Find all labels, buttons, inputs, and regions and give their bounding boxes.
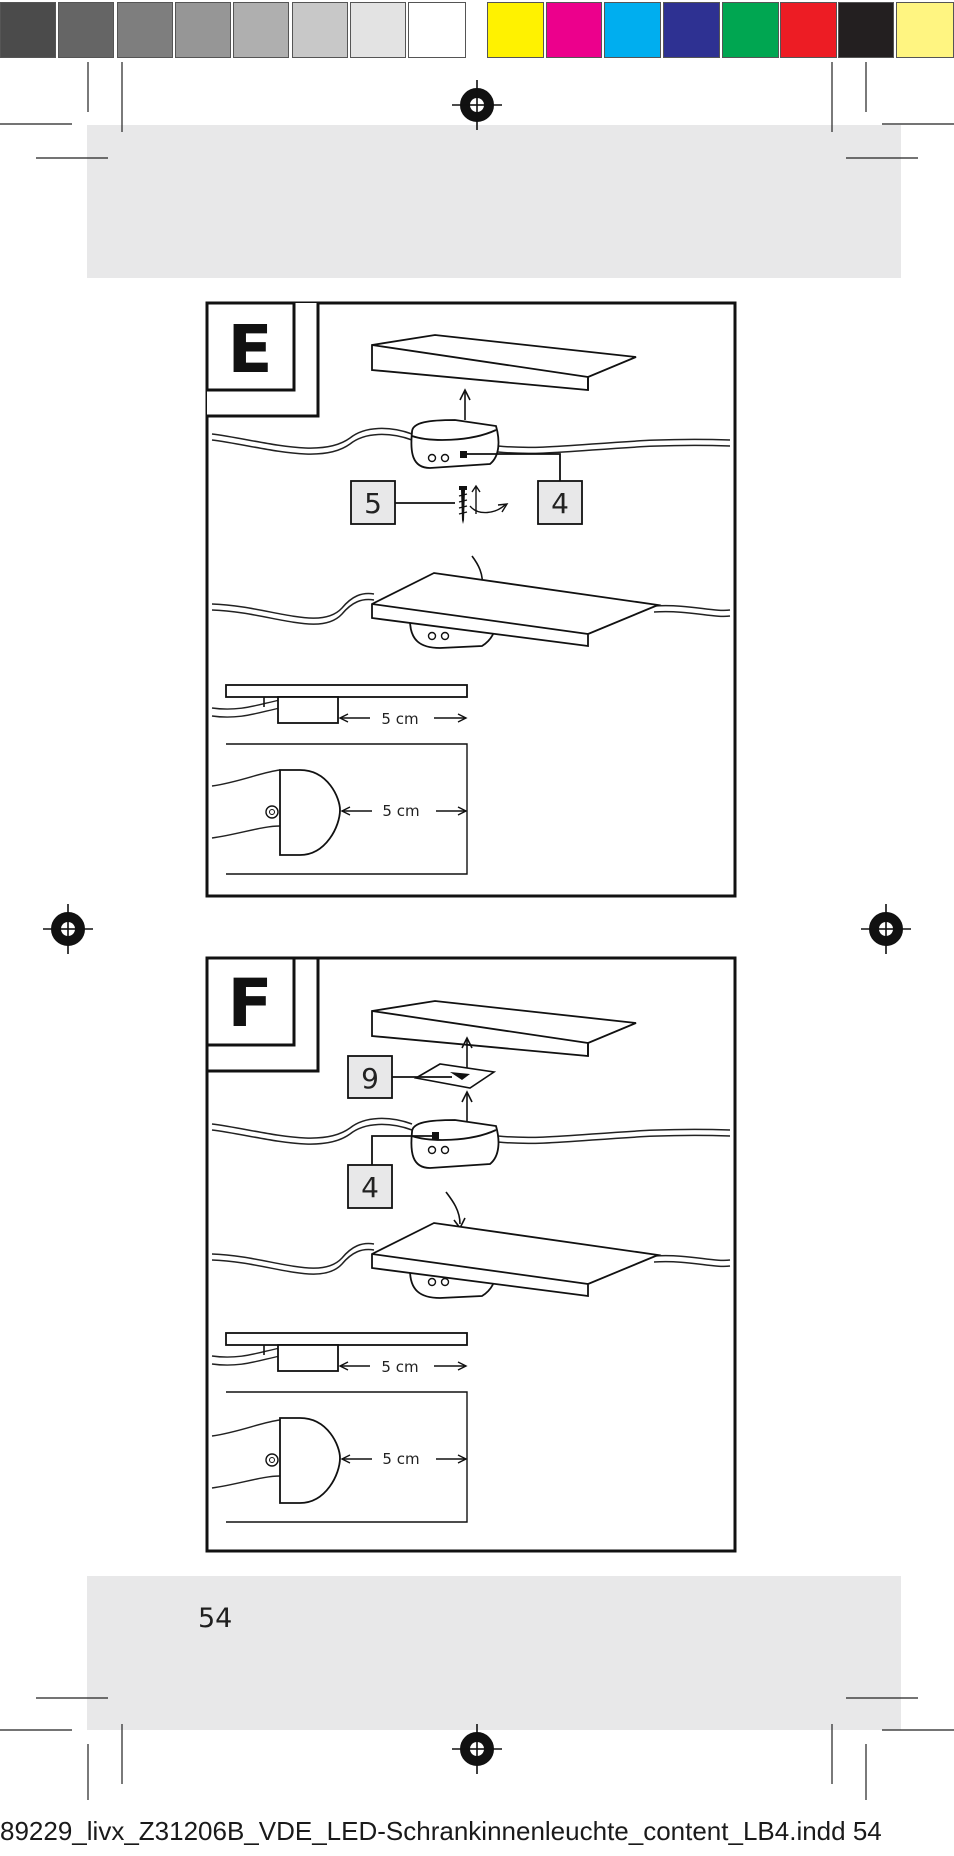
callout-4-label: 4	[551, 487, 569, 520]
dimension-side-label: 5 cm	[381, 1358, 418, 1376]
callout-5-label: 5	[364, 487, 382, 520]
dimension-side-label: 5 cm	[381, 710, 418, 728]
registration-mark-icon	[43, 904, 93, 954]
cyan-swatch	[604, 2, 661, 58]
green-swatch	[722, 2, 779, 58]
figure-f-letter: F	[227, 965, 272, 1042]
grey-swatch	[292, 2, 348, 58]
top-grey-band	[87, 125, 901, 278]
grey-swatch	[350, 2, 406, 58]
light-yellow-swatch	[896, 2, 954, 58]
figure-e-letter: E	[227, 311, 272, 388]
registration-mark-icon	[452, 1724, 502, 1774]
grey-swatch	[58, 2, 114, 58]
grey-swatch	[233, 2, 289, 58]
grey-swatch	[175, 2, 231, 58]
magenta-swatch	[546, 2, 602, 58]
figure-letter-box	[205, 301, 296, 392]
dimension-top-label: 5 cm	[382, 802, 419, 820]
figure-e: E 5 4	[205, 301, 737, 898]
grey-swatch	[408, 2, 466, 58]
black-swatch	[838, 2, 894, 58]
dimension-top-label: 5 cm	[382, 1450, 419, 1468]
figure-letter-box	[205, 956, 296, 1047]
callout-9-label: 9	[361, 1062, 379, 1095]
grey-swatch	[117, 2, 173, 58]
figure-f: F 9 4	[205, 956, 737, 1553]
yellow-swatch	[487, 2, 544, 58]
grey-swatch	[0, 2, 56, 58]
callout-4-label: 4	[361, 1171, 379, 1204]
registration-mark-icon	[861, 904, 911, 954]
red-swatch	[780, 2, 837, 58]
slug-line: 89229_livx_Z31206B_VDE_LED-Schrankinnenl…	[0, 1816, 882, 1846]
blue-swatch	[663, 2, 720, 58]
registration-mark-icon	[452, 80, 502, 130]
bottom-grey-band	[87, 1576, 901, 1730]
page-number: 54	[198, 1603, 233, 1634]
